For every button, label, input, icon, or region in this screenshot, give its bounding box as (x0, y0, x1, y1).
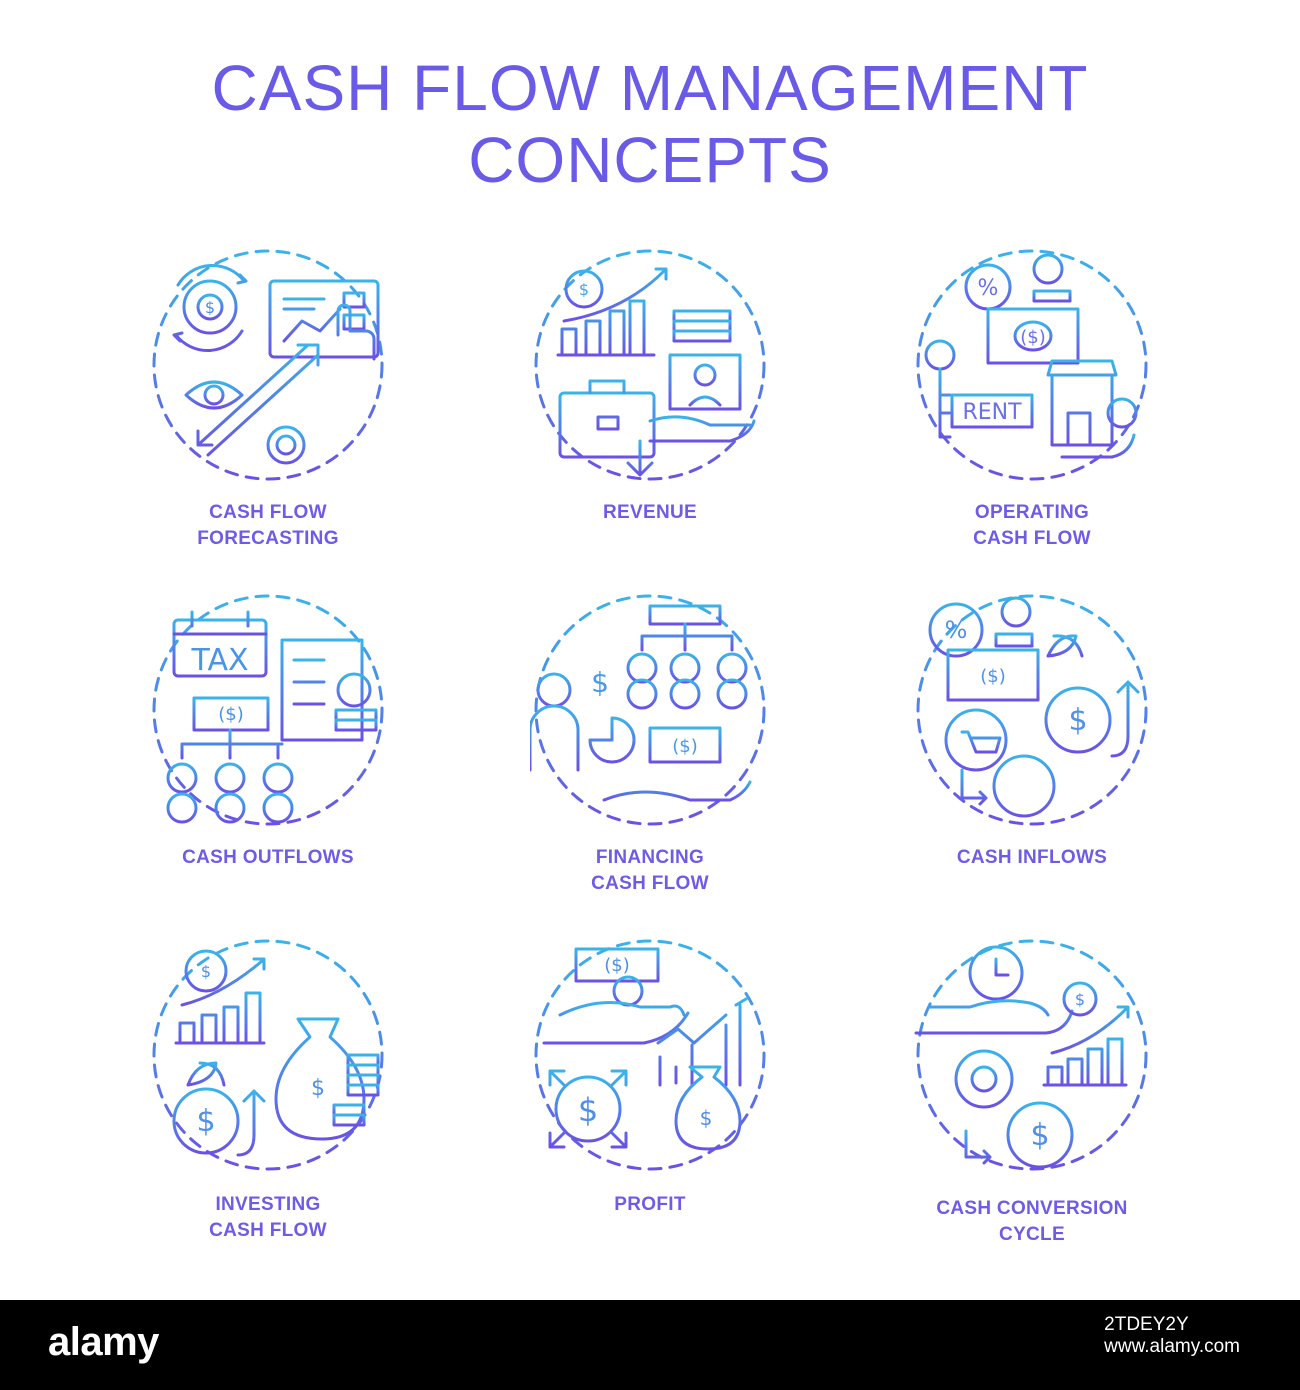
title-line-2: CONCEPTS (468, 124, 832, 196)
label-line-2: CASH FLOW (591, 873, 709, 894)
profit-dollar-label: $ (578, 1091, 598, 1129)
label-operating-cash-flow: OPERATING CASH FLOW (882, 500, 1182, 552)
inflow-dollar-label: $ (1068, 703, 1087, 738)
invest-dollar-label: $ (196, 1104, 215, 1139)
invest-gear-dollar-label: $ (201, 962, 211, 981)
label-revenue: REVENUE (500, 500, 800, 526)
label-line-2: CYCLE (999, 1224, 1065, 1245)
label-line-1: CASH INFLOWS (956, 847, 1108, 868)
page-title: CASH FLOW MANAGEMENT CONCEPTS (0, 52, 1300, 196)
watermark-footer: alamy 2TDEY2Y www.alamy.com (0, 1300, 1300, 1390)
financing-bill-label: ($) (672, 736, 698, 757)
label-line-2: FORECASTING (197, 528, 339, 549)
label-line-2: CASH FLOW (973, 528, 1091, 549)
inflow-bill-label: ($) (980, 666, 1006, 687)
outflow-bill-label: ($) (218, 704, 244, 725)
forecasting-icon: $ (148, 245, 388, 485)
invest-bag-dollar-label: $ (311, 1076, 325, 1101)
forecast-dollar-label: $ (205, 298, 215, 317)
profit-bill-label: ($) (604, 955, 630, 976)
cycle-gear-dollar-label: $ (1075, 990, 1085, 1009)
label-line-1: CASH OUTFLOWS (182, 847, 354, 868)
label-line-1: CASH FLOW (209, 502, 327, 523)
rent-sign-label: RENT (962, 400, 1022, 425)
financing-dollar-label: $ (591, 666, 609, 699)
operating-bill-label: ($) (1020, 327, 1046, 348)
label-line-1: PROFIT (614, 1194, 686, 1215)
label-cash-outflows: CASH OUTFLOWS (118, 845, 418, 871)
label-financing-cash-flow: FINANCING CASH FLOW (500, 845, 800, 897)
inflow-percent-label: % (945, 616, 968, 644)
label-investing-cash-flow: INVESTING CASH FLOW (118, 1192, 418, 1244)
profit-icon: ($) $ $ (530, 935, 770, 1175)
image-code: 2TDEY2Y www.alamy.com (1104, 1314, 1240, 1358)
label-line-1: CASH CONVERSION (936, 1198, 1128, 1219)
cash-inflows-icon: % ($) $ (912, 590, 1152, 830)
financing-cash-flow-icon: $ ($) (530, 590, 770, 830)
cash-conversion-cycle-icon: $ $ (912, 935, 1152, 1175)
label-line-2: CASH FLOW (209, 1220, 327, 1241)
label-line-1: REVENUE (603, 502, 697, 523)
investing-cash-flow-icon: $ $ $ (148, 935, 388, 1175)
revenue-dollar-label: $ (579, 280, 589, 299)
tax-sign-label: TAX (190, 643, 248, 678)
label-profit: PROFIT (500, 1192, 800, 1218)
site-url-text: www.alamy.com (1104, 1336, 1240, 1357)
operating-cash-flow-icon: % ($) RENT (912, 245, 1152, 485)
cash-outflows-icon: TAX ($) (148, 590, 388, 830)
label-line-1: OPERATING (974, 502, 1090, 523)
cycle-dollar-label: $ (1030, 1118, 1049, 1153)
label-line-1: FINANCING (595, 847, 705, 868)
label-cash-inflows: CASH INFLOWS (882, 845, 1182, 871)
title-line-1: CASH FLOW MANAGEMENT (211, 52, 1089, 124)
label-cash-conversion-cycle: CASH CONVERSION CYCLE (882, 1196, 1182, 1248)
operating-percent-label: % (978, 276, 999, 301)
image-id-text: 2TDEY2Y (1104, 1314, 1189, 1335)
revenue-icon: $ (530, 245, 770, 485)
label-line-1: INVESTING (215, 1194, 321, 1215)
label-cash-flow-forecasting: CASH FLOW FORECASTING (118, 500, 418, 552)
brand-logo: alamy (48, 1320, 159, 1364)
profit-bag-dollar-label: $ (700, 1106, 713, 1130)
